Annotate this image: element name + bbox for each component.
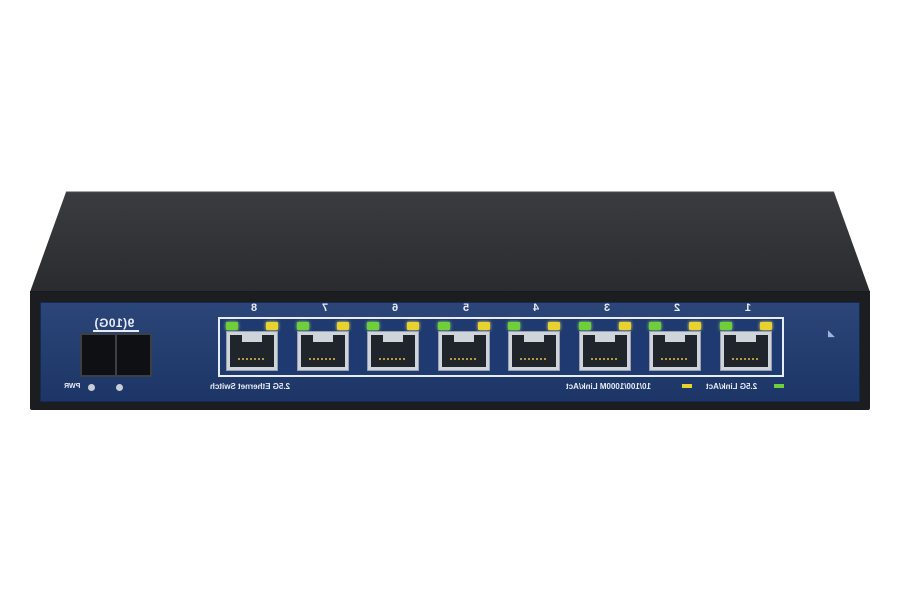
link-led-green [579,322,591,330]
sfp-label-underline [93,330,139,332]
rj45-jack [367,331,419,371]
rj45-port [291,319,355,375]
link-led-yellow [407,322,419,330]
sfp-port [80,333,152,377]
link-led-yellow [266,322,278,330]
link-led-green [297,322,309,330]
link-led-green [649,322,661,330]
link-led-yellow [619,322,631,330]
rj45-jack [508,331,560,371]
link-led-yellow [548,322,560,330]
rj45-port [361,319,425,375]
rj45-port [573,319,637,375]
sfp-status-led [116,384,123,391]
rj45-port [220,319,284,375]
power-label: PWR [64,383,81,390]
port-number-label: 4 [532,302,540,314]
link-led-green [226,322,238,330]
rj45-port [502,319,566,375]
legend-green-swatch [774,384,784,388]
rj45-port [643,319,707,375]
port-number-label: 5 [462,302,470,314]
link-led-green [508,322,520,330]
port-number-label: 1 [744,302,752,314]
model-label: 2.5G Ethernet Switch [210,382,291,391]
link-led-yellow [689,322,701,330]
link-led-green [438,322,450,330]
link-led-yellow [760,322,772,330]
port-number-label: 8 [250,302,258,314]
port-number-label: 6 [391,302,399,314]
port-number-label: 7 [321,302,329,314]
sfp-port-label: 9(10G) [94,316,135,330]
rj45-jack [649,331,701,371]
port-number-label: 3 [603,302,611,314]
link-led-green [720,322,732,330]
link-led-yellow [478,322,490,330]
legend-green-label: 2.5G Link/Act [706,382,758,391]
rj45-port [432,319,496,375]
legend-yellow-swatch [682,384,692,388]
rj45-jack [438,331,490,371]
rj45-jack [720,331,772,371]
rj45-port [714,319,778,375]
legend-yellow-label: 10/100/1000M Link/Act [566,382,651,391]
rj45-jack [226,331,278,371]
link-led-green [367,322,379,330]
rj45-jack [297,331,349,371]
port-number-label: 2 [673,302,681,314]
brand-mark-icon: ◢ [828,328,835,338]
link-led-yellow [337,322,349,330]
rj45-jack [579,331,631,371]
power-led [88,384,95,391]
